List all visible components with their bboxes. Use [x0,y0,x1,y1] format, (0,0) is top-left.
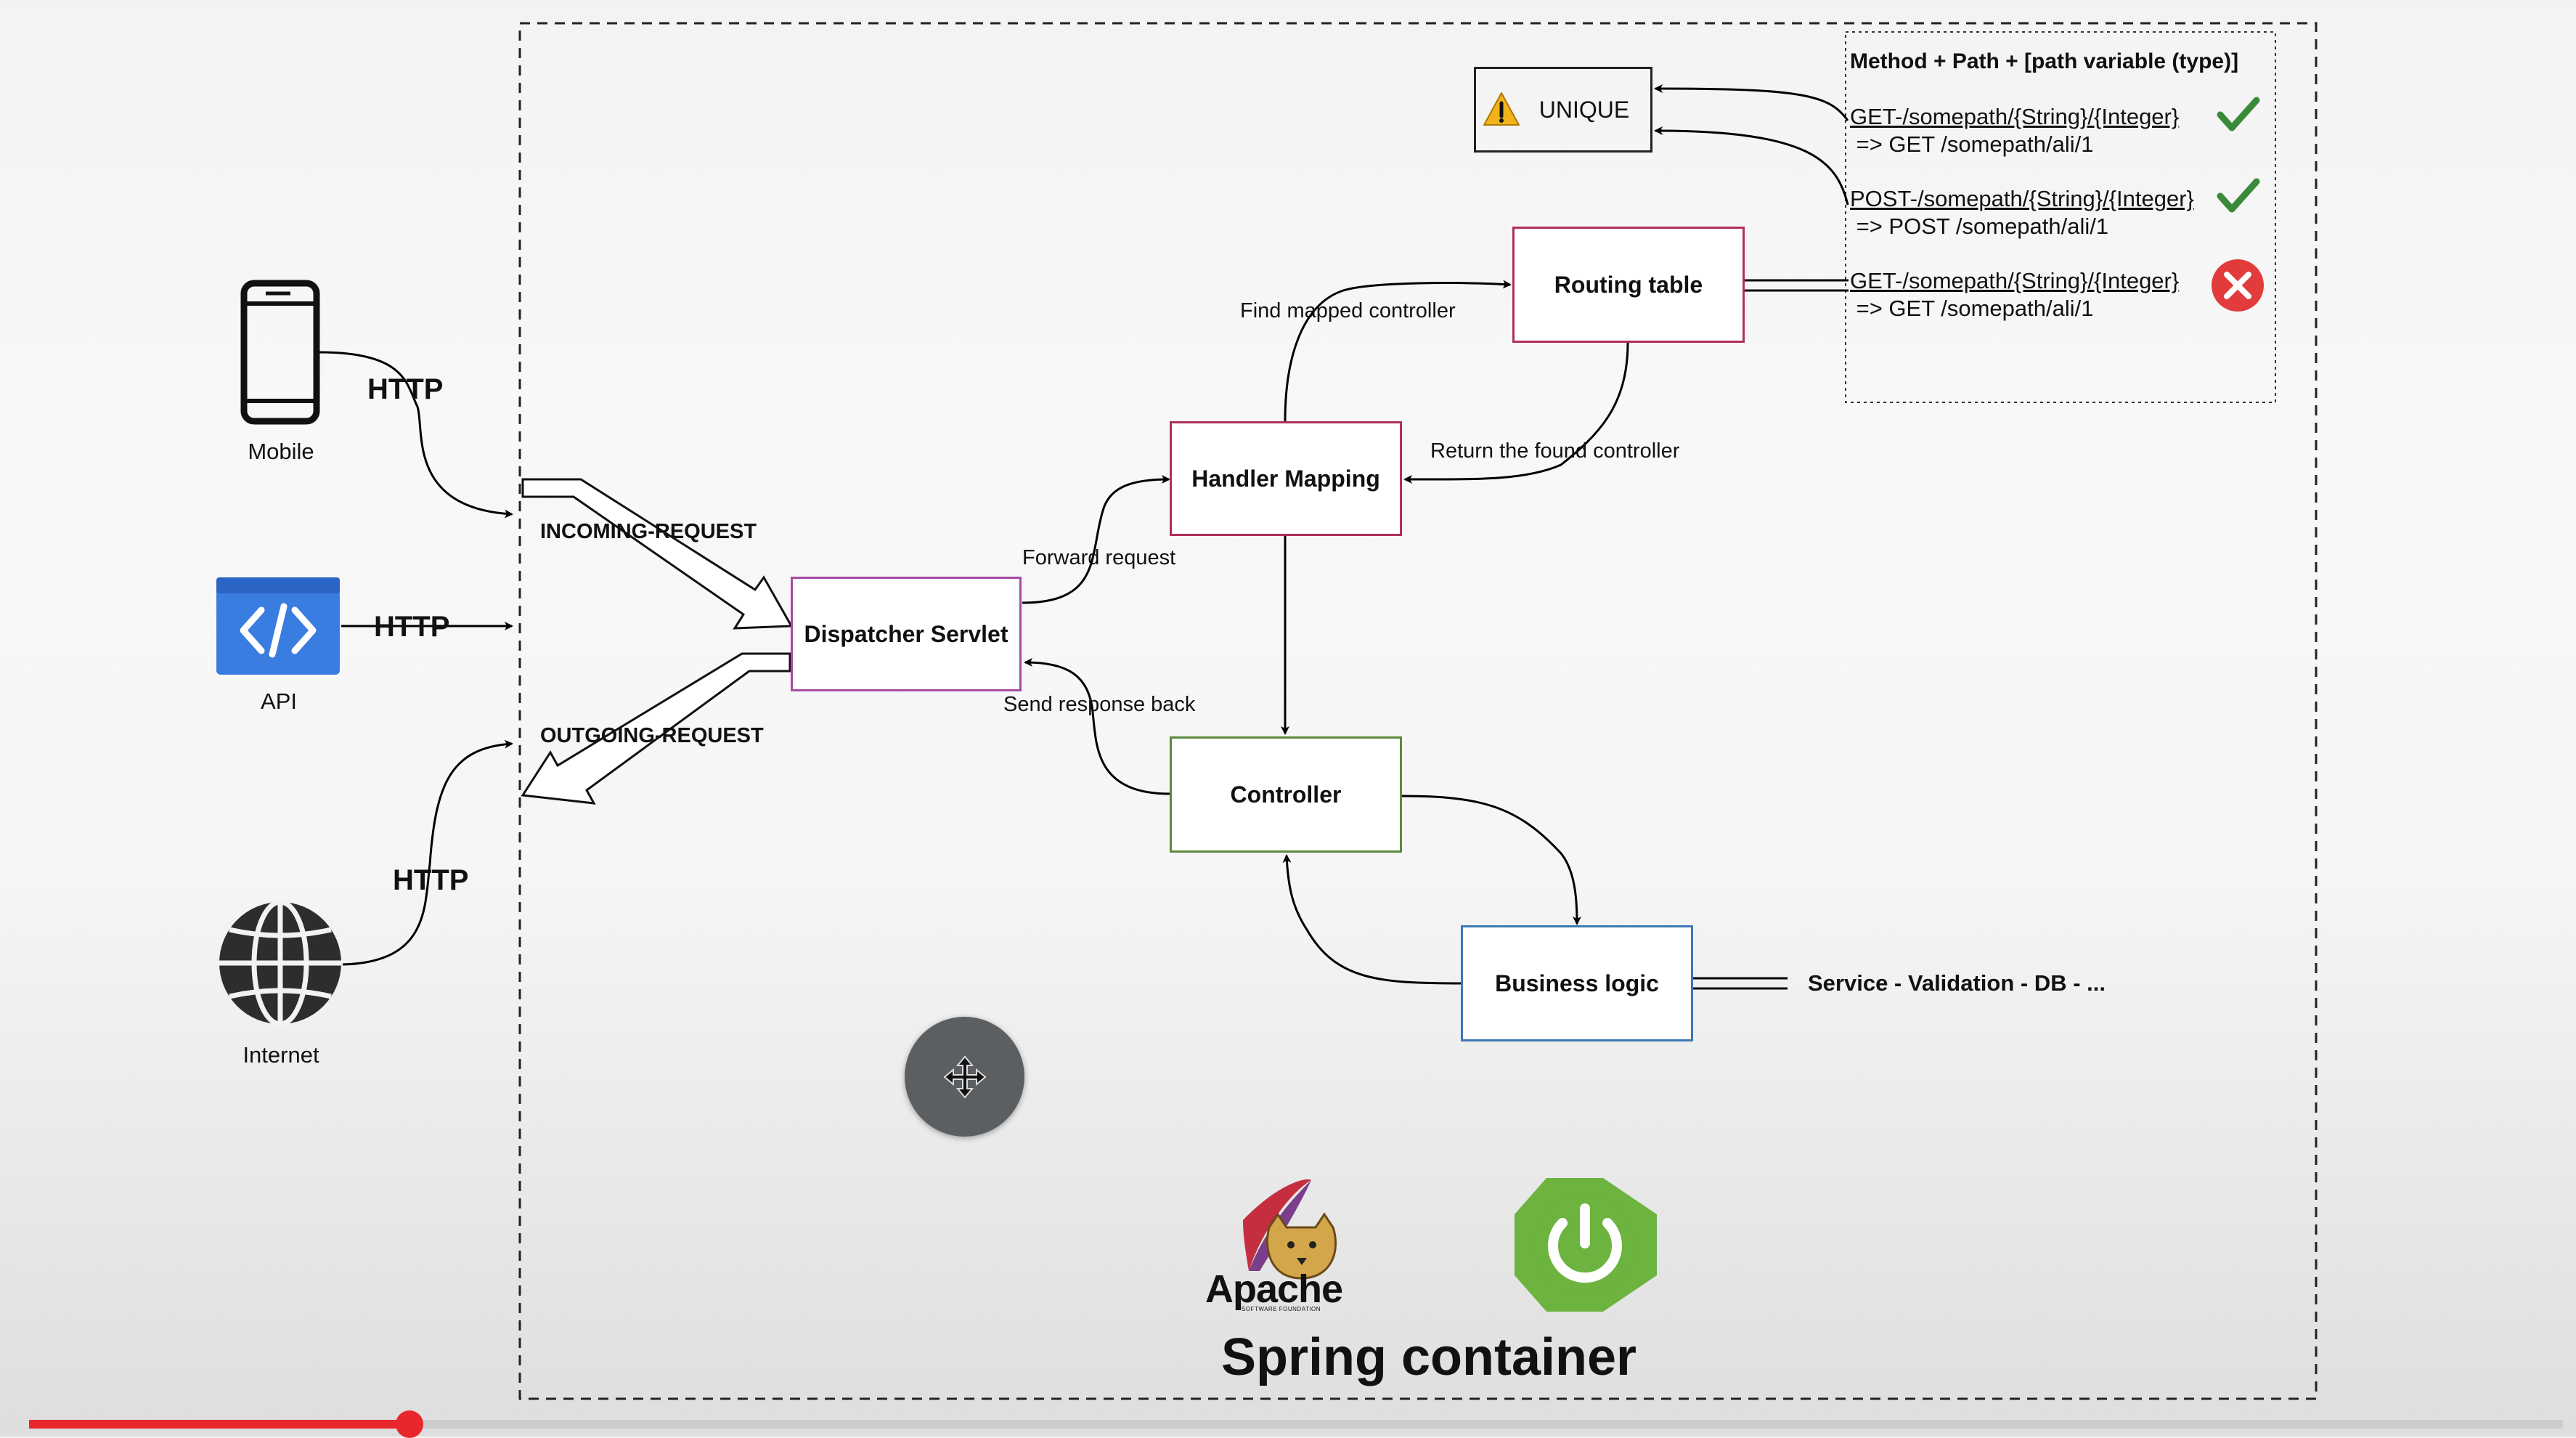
incoming-request-label: INCOMING-REQUEST [540,520,757,543]
internet-http-connector [342,739,513,966]
route-1-to-unique-edge [1654,84,1849,121]
routing-to-routes-link [1744,279,1849,292]
apache-wordmark: Apache [1205,1267,1343,1311]
api-http-label: HTTP [374,611,450,643]
apache-subtitle: SOFTWARE FOUNDATION [1242,1306,1321,1312]
move-arrows-icon [942,1055,987,1099]
mobile-label: Mobile [248,439,314,464]
mobile-http-connector [319,351,513,519]
return-found-controller-label: Return the found controller [1430,439,1680,463]
internet-label: Internet [242,1042,319,1068]
video-progress-fill [29,1420,409,1429]
api-code-icon [216,577,340,675]
route-path: GET-/somepath/{String}/{Integer} [1850,104,2180,129]
route-path: POST-/somepath/{String}/{Integer} [1850,186,2194,211]
mobile-http-label: HTTP [367,373,444,405]
routing-table-node: Routing table [1512,227,1745,343]
route-2-to-unique-edge [1654,126,1849,206]
route-item: GET-/somepath/{String}/{Integer} => GET … [1850,103,2179,158]
controller-node: Controller [1170,736,1402,853]
globe-icon [219,899,341,1027]
route-item: GET-/somepath/{String}/{Integer} => GET … [1850,267,2179,322]
incoming-request-arrow [521,478,794,630]
routes-panel-border [1845,31,2276,403]
spring-container-border [518,22,2318,1400]
outgoing-request-arrow [521,652,791,805]
route-example: => GET /somepath/ali/1 [1850,296,2094,321]
internet-http-label: HTTP [393,864,469,896]
warning-icon [1483,92,1520,126]
dispatcher-servlet-node: Dispatcher Servlet [791,577,1022,691]
routes-panel-header: Method + Path + [path variable (type)] [1850,49,2239,73]
video-progress-bar[interactable] [29,1410,2563,1438]
find-mapped-controller-edge [1284,280,1512,422]
mobile-device-icon [240,280,320,425]
route-2-check-icon [2217,178,2260,213]
business-to-controller-edge [1282,854,1463,985]
return-found-controller-edge [1403,342,1629,484]
route-path: GET-/somepath/{String}/{Integer} [1850,268,2180,293]
spring-power-icon [1515,1178,1657,1312]
unique-node: UNIQUE [1474,67,1652,153]
route-example: => GET /somepath/ali/1 [1850,131,2094,157]
route-3-cross-icon [2212,259,2264,312]
unique-label: UNIQUE [1538,96,1630,123]
handler-mapping-node: Handler Mapping [1170,421,1402,536]
route-example: => POST /somepath/ali/1 [1850,214,2109,239]
apache-logo [1243,1179,1337,1280]
api-label: API [261,688,297,714]
controller-to-business-edge [1401,795,1581,925]
spring-container-title: Spring container [1221,1328,1637,1386]
send-response-edge [1024,658,1171,795]
route-1-check-icon [2217,97,2260,131]
move-drag-button[interactable] [905,1017,1024,1137]
send-response-back-label: Send response back [1003,693,1196,716]
video-progress-knob[interactable] [395,1410,423,1438]
forward-request-label: Forward request [1022,546,1176,569]
business-tail-label: Service - Validation - DB - ... [1808,970,2106,996]
business-tail-link [1693,977,1788,990]
find-mapped-controller-label: Find mapped controller [1240,299,1456,322]
forward-request-edge [1022,475,1170,604]
business-logic-node: Business logic [1461,925,1693,1041]
route-item: POST-/somepath/{String}/{Integer} => POS… [1850,185,2194,240]
outgoing-request-label: OUTGOING-REQUEST [540,724,764,747]
